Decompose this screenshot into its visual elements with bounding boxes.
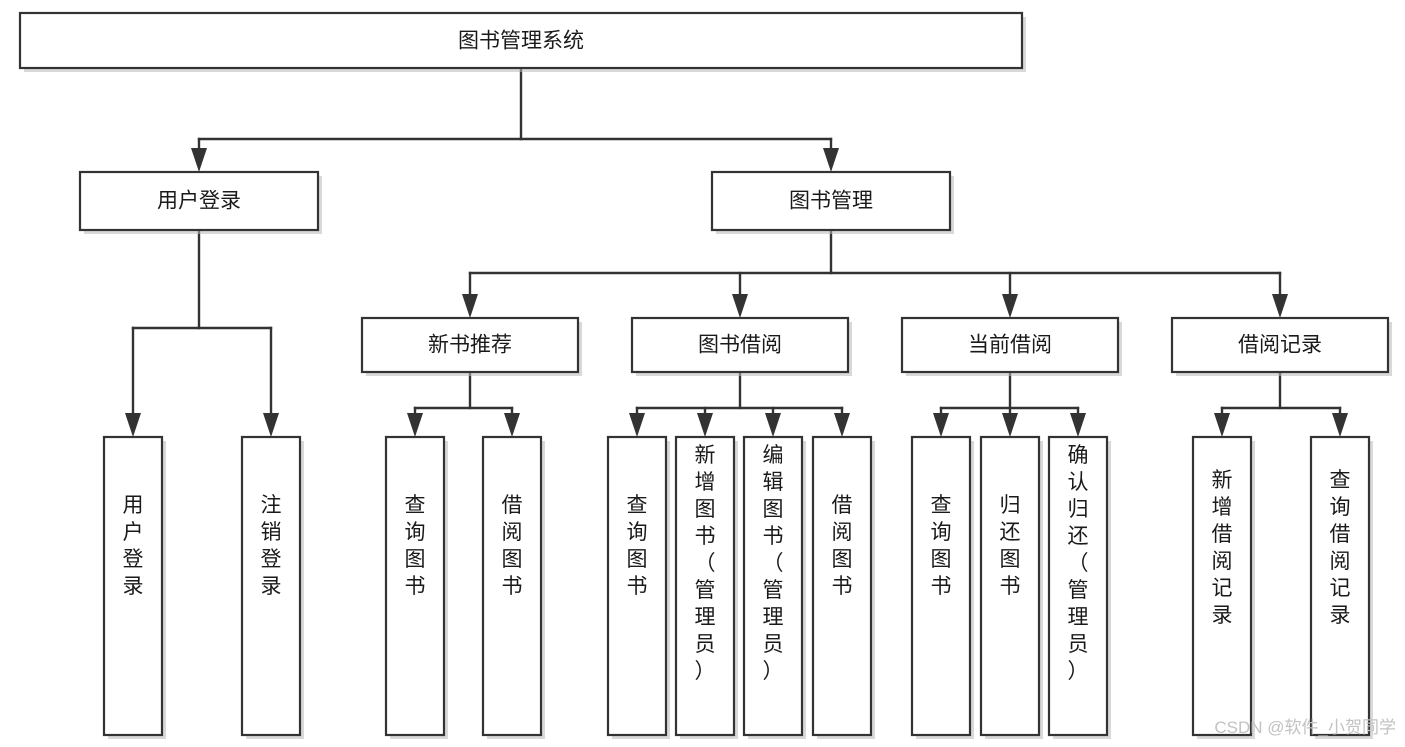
arrowhead-book-borrow <box>732 294 748 318</box>
node-leaf-return-book[interactable]: 归还图书 <box>979 435 1043 739</box>
node-user-login[interactable]: 用户登录 <box>78 170 322 234</box>
arrowhead-user-login <box>191 148 207 172</box>
node-current-borrow[interactable]: 当前借阅 <box>900 316 1122 376</box>
node-leaf-query-record-label: 查询借阅记录 <box>1330 469 1351 627</box>
node-leaf-edit-book-label: 编辑图书（管理员） <box>763 444 784 683</box>
arrowhead-leaf-confirm-return <box>1070 413 1086 437</box>
node-leaf-logout-label: 注销登录 <box>261 494 282 598</box>
node-leaf-borrow-book-1-label: 借阅图书 <box>502 494 523 598</box>
node-borrow-record-label: 借阅记录 <box>1238 334 1322 357</box>
node-root[interactable]: 图书管理系统 <box>18 11 1026 72</box>
arrowhead-leaf-query-book-3 <box>933 413 949 437</box>
arrowhead-leaf-logout <box>263 413 279 437</box>
node-leaf-query-book-1[interactable]: 查询图书 <box>384 435 448 739</box>
node-leaf-edit-book[interactable]: 编辑图书（管理员） <box>742 435 806 739</box>
csdn-watermark: CSDN @软件_小贺同学 <box>1214 718 1396 737</box>
node-leaf-borrow-book-1[interactable]: 借阅图书 <box>481 435 545 739</box>
node-leaf-confirm-return[interactable]: 确认归还（管理员） <box>1047 435 1111 739</box>
arrowhead-leaf-query-book-1 <box>407 413 423 437</box>
arrowhead-leaf-add-book <box>697 413 713 437</box>
node-leaf-user-login[interactable]: 用户登录 <box>102 435 166 739</box>
node-leaf-query-book-2[interactable]: 查询图书 <box>606 435 670 739</box>
arrowhead-book-manage <box>823 148 839 172</box>
node-leaf-add-book[interactable]: 新增图书（管理员） <box>674 435 738 739</box>
node-current-borrow-label: 当前借阅 <box>968 334 1052 357</box>
arrowhead-leaf-add-record <box>1214 413 1230 437</box>
node-leaf-user-login-label: 用户登录 <box>123 494 144 598</box>
arrowhead-leaf-borrow-book-1 <box>504 413 520 437</box>
arrowhead-new-book-rec <box>462 294 478 318</box>
node-root-label: 图书管理系统 <box>458 30 584 53</box>
node-book-borrow-label: 图书借阅 <box>698 334 782 357</box>
arrowhead-leaf-user-login <box>125 413 141 437</box>
node-leaf-query-book-3-label: 查询图书 <box>931 494 952 598</box>
node-leaf-query-record[interactable]: 查询借阅记录 <box>1309 435 1373 739</box>
node-leaf-query-book-2-label: 查询图书 <box>627 494 648 598</box>
node-leaf-add-record-label: 新增借阅记录 <box>1212 469 1233 627</box>
node-book-manage[interactable]: 图书管理 <box>710 170 954 234</box>
arrowhead-leaf-return-book <box>1002 413 1018 437</box>
connector-layer <box>125 66 1348 437</box>
node-new-book-rec-label: 新书推荐 <box>428 334 512 357</box>
node-leaf-borrow-book-2-label: 借阅图书 <box>832 494 853 598</box>
node-leaf-query-book-3[interactable]: 查询图书 <box>910 435 974 739</box>
node-book-borrow[interactable]: 图书借阅 <box>630 316 852 376</box>
arrowhead-current-borrow <box>1002 294 1018 318</box>
node-leaf-query-book-1-label: 查询图书 <box>405 494 426 598</box>
node-leaf-borrow-book-2[interactable]: 借阅图书 <box>811 435 875 739</box>
arrowhead-leaf-borrow-book-2 <box>834 413 850 437</box>
arrowhead-leaf-edit-book <box>765 413 781 437</box>
node-leaf-logout[interactable]: 注销登录 <box>240 435 304 739</box>
node-book-manage-label: 图书管理 <box>789 190 873 213</box>
node-user-login-label: 用户登录 <box>157 190 241 213</box>
node-borrow-record[interactable]: 借阅记录 <box>1170 316 1392 376</box>
node-new-book-rec[interactable]: 新书推荐 <box>360 316 582 376</box>
node-leaf-confirm-return-label: 确认归还（管理员） <box>1068 444 1089 683</box>
arrowhead-leaf-query-book-2 <box>629 413 645 437</box>
node-leaf-add-record[interactable]: 新增借阅记录 <box>1191 435 1255 739</box>
node-leaf-return-book-label: 归还图书 <box>1000 494 1021 598</box>
arrowhead-leaf-query-record <box>1332 413 1348 437</box>
arrowhead-borrow-record <box>1272 294 1288 318</box>
node-leaf-add-book-label: 新增图书（管理员） <box>695 444 716 683</box>
